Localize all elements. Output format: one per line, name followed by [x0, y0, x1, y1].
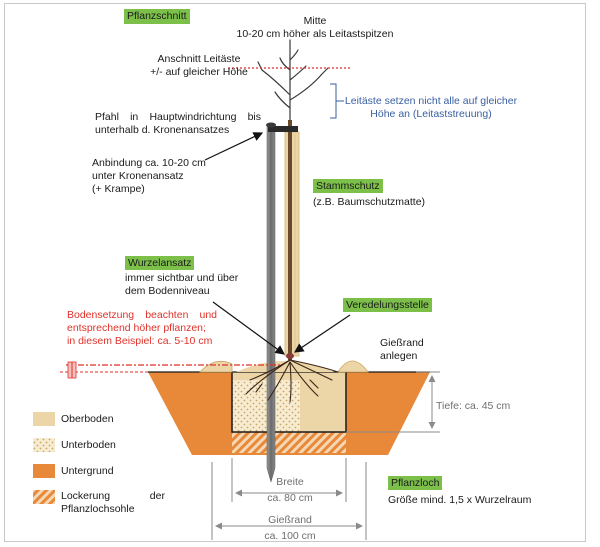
trunk	[288, 120, 292, 360]
width-dimensions	[211, 458, 367, 540]
legend-swatch-untergrund	[33, 464, 55, 478]
pflanzloch-title: Pflanzloch	[388, 476, 443, 490]
breite-value: ca. 80 cm	[267, 492, 313, 504]
legend-lockerung-line2: Pflanzlochsohle	[61, 503, 135, 515]
legend-swatch-oberboden	[33, 412, 55, 426]
leitaeste-line1: Leitäste setzen nicht alle auf gleicher	[344, 95, 518, 107]
wurzelansatz-line2: dem Bodenniveau	[125, 285, 210, 297]
legend-oberboden: Oberboden	[61, 413, 114, 425]
leitaeste-bracket	[330, 83, 337, 119]
lockerung-band	[232, 432, 346, 453]
giessrand-anlegen-line1: Gießrand	[380, 337, 424, 349]
top-label-line2: 10-20 cm höher als Leitastspitzen	[236, 28, 394, 40]
giessrand-mound-left	[199, 360, 233, 373]
unterboden-fill	[232, 380, 300, 432]
anbindung-arrow	[204, 132, 264, 161]
breite-title: Breite	[276, 476, 304, 488]
wurzelansatz-arrow	[212, 301, 285, 355]
tiefe-label: Tiefe: ca. 45 cm	[436, 400, 511, 412]
giessrand-title: Gießrand	[268, 514, 312, 526]
legend-lockerung: Lockerung der Pflanzlochsohle	[61, 490, 165, 516]
legend-swatch-lockerung	[33, 490, 55, 504]
giessrand-mound-right	[337, 360, 369, 373]
leitaeste-label: Leitäste setzen nicht alle auf gleicher …	[340, 95, 522, 121]
crown	[257, 39, 329, 121]
cut-label-line1: Anschnitt Leitäste	[157, 53, 241, 65]
anbindung-line1: Anbindung ca. 10-20 cm	[92, 157, 206, 169]
veredelung-arrow	[294, 314, 351, 353]
title-pflanzschnitt: Pflanzschnitt	[124, 9, 190, 24]
leitaeste-line2: Höhe an (Leitaststreuung)	[370, 108, 492, 120]
pflanzloch-sub: Größe mind. 1,5 x Wurzelraum	[388, 494, 532, 506]
giessrand-value: ca. 100 cm	[264, 530, 316, 542]
veredelung-marker	[286, 353, 294, 359]
bodensetzung-label: Bodensetzung beachten und entsprechend h…	[67, 309, 217, 348]
pit-outline	[231, 372, 347, 433]
stake	[266, 124, 276, 483]
stammschutz-title: Stammschutz	[313, 179, 383, 193]
bodensetzung-line1: Bodensetzung beachten und	[67, 309, 217, 321]
anbindung-line2: unter Kronenansatz	[92, 170, 184, 182]
top-label: Mitte 10-20 cm höher als Leitastspitzen	[230, 15, 400, 41]
bodensetzung-line3: in diesem Beispiel: ca. 5-10 cm	[67, 335, 213, 347]
pfahl-line2: unterhalb d. Kronenansatzes	[95, 124, 230, 136]
veredelung-label: Veredelungsstelle	[343, 298, 432, 312]
wurzelansatz-line1: immer sichtbar und über	[125, 272, 239, 284]
veredelung-title: Veredelungsstelle	[343, 298, 432, 312]
roots	[245, 359, 339, 403]
legend-swatch-unterboden	[33, 438, 55, 452]
pfahl-label: Pfahl in Hauptwindrichtung bis unterhalb…	[95, 111, 261, 137]
legend-lockerung-line1: Lockerung der	[61, 490, 165, 502]
pfahl-line1: Pfahl in Hauptwindrichtung bis	[95, 111, 261, 123]
untergrund-layer	[148, 372, 430, 455]
top-label-line1: Mitte	[303, 15, 327, 27]
tiefe-dimension	[346, 371, 440, 433]
wurzelansatz-label: Wurzelansatz immer sichtbar und über dem…	[125, 256, 239, 298]
giessrand-label: Gießrand ca. 100 cm	[245, 514, 335, 543]
bodensetzung-line2: entsprechend höher pflanzen;	[67, 322, 206, 334]
giessrand-anlegen-label: Gießrand anlegen	[380, 337, 424, 363]
giessrand-anlegen-line2: anlegen	[380, 350, 418, 362]
anbindung-line3: (+ Krampe)	[92, 183, 145, 195]
wurzelansatz-title: Wurzelansatz	[125, 256, 195, 270]
tie	[268, 126, 298, 132]
breite-label: Breite ca. 80 cm	[245, 476, 335, 505]
stammschutz-label: Stammschutz (z.B. Baumschutzmatte)	[313, 179, 426, 209]
pflanzloch-label: Pflanzloch Größe mind. 1,5 x Wurzelraum	[388, 476, 532, 507]
cut-label: Anschnitt Leitäste +/- auf gleicher Höhe	[140, 53, 258, 79]
stammschutz-sub: (z.B. Baumschutzmatte)	[313, 196, 426, 208]
legend-untergrund: Untergrund	[61, 465, 114, 477]
anbindung-label: Anbindung ca. 10-20 cm unter Kronenansat…	[92, 157, 206, 196]
figure-frame	[4, 3, 586, 542]
cut-label-line2: +/- auf gleicher Höhe	[150, 66, 248, 78]
legend-unterboden: Unterboden	[61, 439, 116, 451]
